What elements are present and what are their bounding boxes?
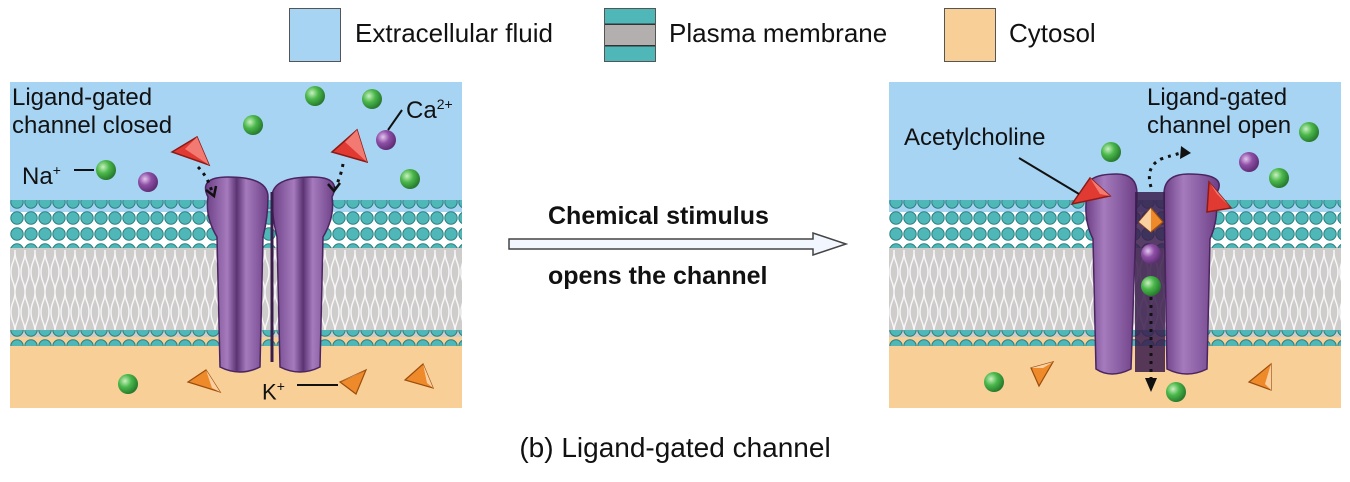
legend-label-membrane: Plasma membrane [669,18,888,48]
transition-label-line2: opens the channel [548,262,768,290]
sodium-ion [1299,122,1319,142]
potassium-ion [1247,362,1272,391]
potassium-ion [186,369,222,394]
potassium-label: K+ [262,378,285,405]
potassium-ion [1138,207,1164,233]
sodium-ion [118,374,138,394]
figure-caption: (b) Ligand-gated channel [519,432,831,463]
legend-swatch-extracellular [289,8,341,62]
legend-swatch-cytosol [944,8,996,62]
acetylcholine-ligand [1206,180,1233,213]
open-channel-protein [1085,173,1220,375]
potassium-ion [403,362,435,389]
calcium-ion [376,130,396,150]
transition-label-line1: Chemical stimulus [548,202,769,230]
transition-arrow [508,232,848,256]
acetylcholine-ligand [1070,176,1112,206]
closed-channel-label: Ligand-gated channel closed [12,84,173,139]
open-channel-panel: Acetylcholine Ligand-gated channel open [889,82,1341,408]
sodium-ion [984,372,1004,392]
calcium-label: Ca2+ [406,96,453,124]
closed-channel-protein [204,176,336,373]
potassium-ion [1030,361,1055,388]
acetylcholine-label: Acetylcholine [904,124,1046,151]
calcium-ion [1239,152,1259,172]
sodium-ion [1269,168,1289,188]
legend-label-extracellular: Extracellular fluid [355,18,553,48]
sodium-ion [1166,382,1186,402]
sodium-label: Na+ [22,162,61,190]
calcium-ion [138,172,158,192]
sodium-ion [400,169,420,189]
sodium-ion [1141,276,1161,296]
sodium-ion [1101,142,1121,162]
sodium-ion [243,115,263,135]
potassium-ion [338,368,368,395]
acetylcholine-ligand [330,128,369,164]
legend-label-cytosol: Cytosol [1009,18,1096,48]
sodium-ion [362,89,382,109]
acetylcholine-ligand [170,135,211,167]
open-channel-label: Ligand-gated channel open [1147,84,1292,139]
sodium-ion [305,86,325,106]
sodium-ion [96,160,116,180]
legend-swatch-membrane [604,8,656,62]
closed-channel-panel: Ligand-gated channel closed Ca2+ Na+ K+ [10,82,462,408]
calcium-ion [1141,244,1161,264]
